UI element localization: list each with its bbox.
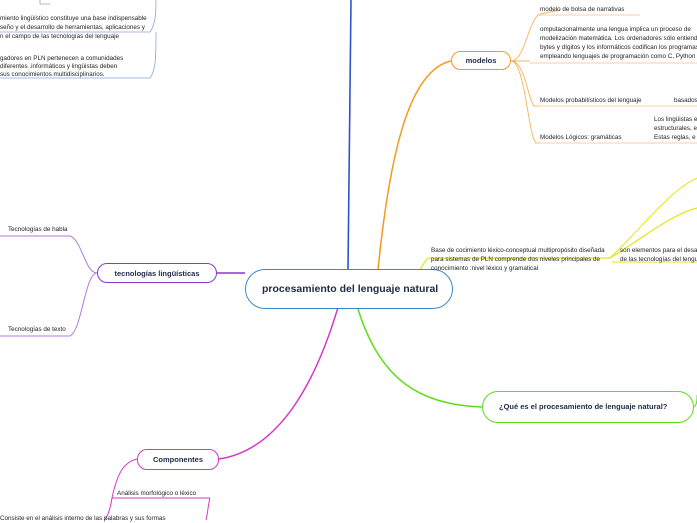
- magenta-sub-curve: [111, 458, 210, 499]
- modelos-item-basados[interactable]: basados: [674, 97, 697, 104]
- top-left-text-1: miento lingüístico constituye una base i…: [0, 15, 147, 22]
- modelos-item-bolsa[interactable]: modelo de bolsa de narrativas: [540, 6, 625, 13]
- topic-tecnologias-label: tecnologías lingüísticas: [114, 268, 200, 278]
- blue-trunk-line: [347, 0, 352, 271]
- topic-componentes-label: Componentes: [152, 455, 203, 464]
- top-left-text-6: sus conocimientos multidisciplinarios.: [0, 71, 105, 78]
- orange-sub-curve-4: [510, 60, 540, 144]
- base-conocimiento-line-3: conocimiento :nivel léxico y gramatical: [431, 265, 539, 272]
- tecnologias-item-texto[interactable]: Tecnologías de texto: [8, 326, 66, 333]
- tecnologias-item-habla[interactable]: Tecnologías de habla: [8, 226, 68, 233]
- topic-modelos-label: modelos: [465, 56, 497, 65]
- yellow-curve-top: [609, 177, 697, 259]
- modelos-item-linguistas-2: estructurales, e: [654, 125, 697, 132]
- modelos-item-probabilisticos[interactable]: Modelos probabilísticos del lenguaje: [540, 97, 642, 104]
- top-left-bracket-2: [0, 31, 157, 79]
- orange-main-curve: [377, 60, 452, 271]
- purple-upper-curve: [0, 235, 98, 274]
- modelos-item-logicos[interactable]: Modelos Lógicos: gramáticas: [540, 134, 622, 141]
- topic-modelos[interactable]: modelos: [451, 51, 511, 70]
- modelos-item-comp-2: modelización matemática. Los ordenadores…: [540, 35, 697, 42]
- modelos-item-comp-1[interactable]: omputacionalmente una lengua implica un …: [540, 26, 691, 33]
- top-left-text-4: gadores en PLN pertenecen a comunidades: [0, 55, 124, 62]
- top-left-tick: [39, 0, 50, 5]
- central-topic-label: procesamiento del lenguaje natural: [262, 282, 439, 295]
- componentes-item-morfologico[interactable]: Análisis morfológico o léxico: [117, 490, 197, 497]
- base-conocimiento-line-1[interactable]: Base de cocimiento léxico-conceptual mul…: [431, 247, 605, 254]
- modelos-item-linguistas-3: Estas reglas, e: [654, 134, 696, 141]
- purple-lower-curve: [0, 272, 98, 337]
- central-topic[interactable]: procesamiento del lenguaje natural: [245, 269, 453, 309]
- topic-componentes[interactable]: Componentes: [137, 449, 219, 470]
- modelos-item-linguistas-1[interactable]: Los lingüistas e: [654, 116, 697, 123]
- componentes-item-consiste[interactable]: Consiste en el análisis interno de las p…: [0, 515, 166, 522]
- magenta-lower-curve: [205, 497, 211, 520]
- magenta-main-curve: [218, 281, 346, 460]
- base-conocimiento-line-2: para sistemas de PLN comprende dos nivel…: [431, 256, 601, 263]
- magenta-sub-curve-2: [103, 497, 113, 520]
- modelos-item-comp-3: bytes y dígitos y los informáticos codif…: [540, 44, 697, 51]
- top-left-text-2: seño y el desarrollo de herramientas, ap…: [0, 24, 145, 31]
- top-left-bracket: [0, 0, 157, 33]
- orange-sub-curve: [510, 9, 561, 62]
- orange-sub-curve-3: [510, 60, 540, 107]
- yellow-curve-2: [609, 207, 697, 259]
- base-side-line-1[interactable]: son elementos para el desar: [620, 247, 697, 254]
- top-left-text-3: n el campo de las tecnologías del lengua…: [0, 33, 120, 40]
- topic-que-es-pln[interactable]: ¿Qué es el procesamiento de lenguaje nat…: [482, 391, 694, 423]
- yellow-main-curve: [419, 257, 610, 271]
- topic-que-es-label: ¿Qué es el procesamiento de lenguaje nat…: [499, 402, 668, 412]
- topic-tecnologias-linguisticas[interactable]: tecnologías lingüísticas: [97, 263, 217, 283]
- green-main-curve: [357, 308, 483, 408]
- modelos-item-comp-4: empleando lenguajes de programación como…: [540, 53, 697, 60]
- top-left-text-5: diferentes .informáticos y lingüistas de…: [0, 63, 118, 70]
- base-side-line-2: de las tecnologías del lengua: [620, 256, 697, 263]
